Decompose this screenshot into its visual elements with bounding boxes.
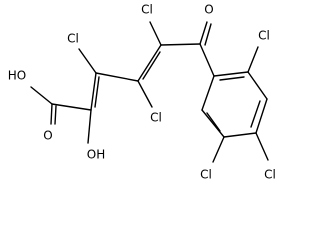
atom-labels: HO O OH Cl Cl Cl O Cl Cl Cl [8,3,276,182]
bond-c5-cl [149,21,162,46]
bond-ring-inner-double-3 [206,112,221,132]
bond-ring-c6-c1 [201,75,215,111]
ring-chlorine-2-label: Cl [258,29,270,43]
bond-c6-ring [199,43,215,77]
bond-c1-o-carbonyl-double [54,105,57,125]
bond-c1-c2 [51,103,92,111]
bond-c6-o-double [204,23,212,46]
carboxyl-hydroxyl-label: HO [8,69,26,83]
chlorine-c4-label: Cl [150,111,162,125]
bond-ring-inner-double-2 [250,100,261,128]
bond-c3-c4 [95,72,139,82]
bond-c2-c3 [90,72,97,111]
bond-c1-o-hydroxyl [30,86,53,105]
ring-chlorine-4-label: Cl [264,168,276,182]
bond-ring-cl-2 [247,46,259,73]
bond-c1-o-carbonyl [50,103,53,125]
bond-ring-inner-double-1 [219,76,245,81]
carbonyl-oxygen-label: O [43,129,52,143]
bond-c5-c6 [160,43,201,46]
bond-ring-cl-4 [255,132,269,161]
chlorine-c3-label: Cl [67,32,79,46]
bond-c4-cl [137,80,153,108]
bond-ring-cl-5 [212,136,225,163]
bond-c3-cl [78,48,97,74]
bond-ring-c1-c2 [213,71,249,77]
bond-c2-oh [87,109,92,144]
bond-c6-o [199,21,208,45]
bond-ring-c2-c3 [247,71,268,100]
bond-ring-c5-c6 [201,109,225,138]
bonds [30,21,269,163]
bond-c2-c3-double [94,76,100,108]
ring-chlorine-5-label: Cl [200,168,212,182]
bond-ring-c3-c4 [255,98,268,134]
enol-hydroxyl-label: OH [87,148,105,162]
bond-c4-c5-double [142,51,161,80]
bond-c4-c5 [137,44,162,82]
ketone-oxygen-label: O [204,3,213,17]
chlorine-c5-label: Cl [141,3,153,17]
chemical-structure-diagram: HO O OH Cl Cl Cl O Cl Cl Cl [8,3,276,182]
bond-ring-c4-c5 [223,132,257,138]
